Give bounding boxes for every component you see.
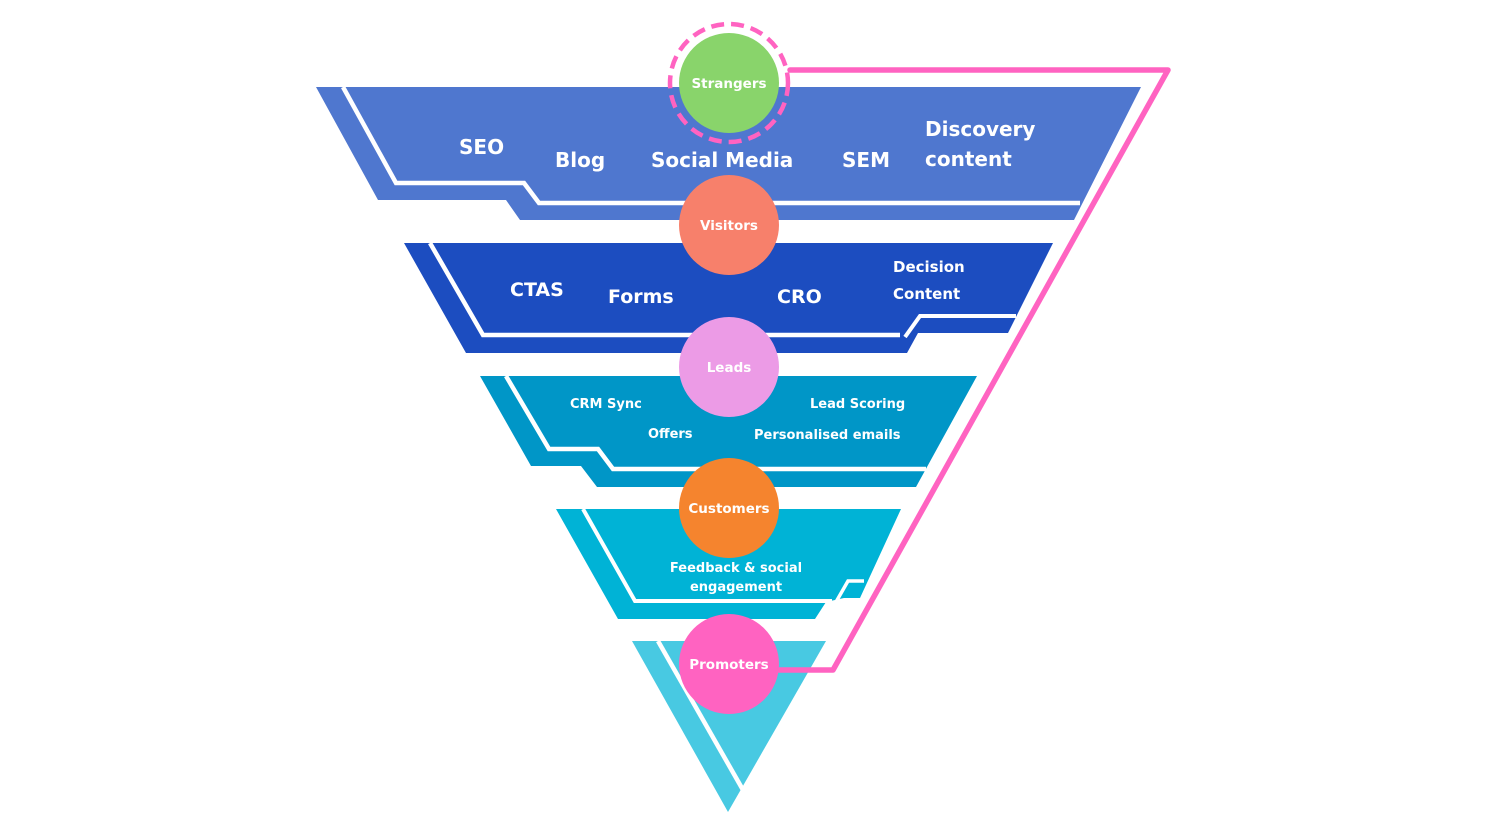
funnel-band-4: Feedback & social engagement: [556, 508, 901, 619]
funnel-band-1: SEO Blog Social Media SEM Discovery cont…: [316, 85, 1141, 220]
stage-visitors: Visitors: [679, 175, 779, 275]
promoters-circle: [679, 614, 779, 714]
band-2-item-forms: Forms: [608, 286, 674, 308]
band-1-item-social-media: Social Media: [651, 148, 793, 172]
band-4-separator-right: [834, 579, 864, 603]
band-2-item-ctas: CTAS: [510, 279, 564, 301]
visitors-label: Visitors: [700, 218, 758, 234]
band-3-item-lead-scoring: Lead Scoring: [810, 397, 905, 412]
strangers-label: Strangers: [691, 76, 766, 92]
band-2-item-cro: CRO: [777, 286, 822, 308]
stage-strangers: Strangers: [667, 21, 791, 145]
band-1-shape: [316, 87, 1141, 220]
leads-circle: [679, 317, 779, 417]
stage-promoters: Promoters: [679, 614, 779, 714]
band-4-item-engagement: engagement: [690, 580, 782, 595]
leads-label: Leads: [707, 360, 752, 376]
strangers-circle: [679, 33, 779, 133]
tip-separator: [656, 639, 745, 792]
band-3-item-crm-sync: CRM Sync: [570, 397, 642, 412]
customers-label: Customers: [688, 501, 769, 517]
band-1-item-sem: SEM: [842, 148, 890, 172]
band-1-item-discovery: Discovery: [925, 117, 1035, 141]
band-2-shape: [404, 243, 1053, 353]
stage-customers: Customers: [679, 458, 779, 558]
band-2-separator-right: [903, 314, 1016, 339]
strangers-dashed-ring: [667, 21, 791, 145]
promoter-loop-connector: [767, 67, 1171, 673]
visitors-circle: [679, 175, 779, 275]
band-1-item-seo: SEO: [459, 135, 504, 159]
customers-circle: [679, 458, 779, 558]
band-1-item-content: content: [925, 147, 1012, 171]
promoters-label: Promoters: [689, 657, 768, 673]
band-4-separator-left: [581, 508, 832, 603]
band-4-shape: [556, 509, 901, 619]
band-3-item-offers: Offers: [648, 427, 693, 442]
band-2-item-content: Content: [893, 285, 960, 303]
funnel-band-3: CRM Sync Lead Scoring Offers Personalise…: [480, 374, 977, 487]
funnel-tip: [632, 639, 826, 812]
stage-leads: Leads: [679, 317, 779, 417]
band-4-item-feedback: Feedback & social: [670, 561, 802, 576]
band-3-item-personalised-emails: Personalised emails: [754, 428, 901, 443]
band-1-item-blog: Blog: [555, 148, 605, 172]
band-2-item-decision: Decision: [893, 258, 965, 276]
